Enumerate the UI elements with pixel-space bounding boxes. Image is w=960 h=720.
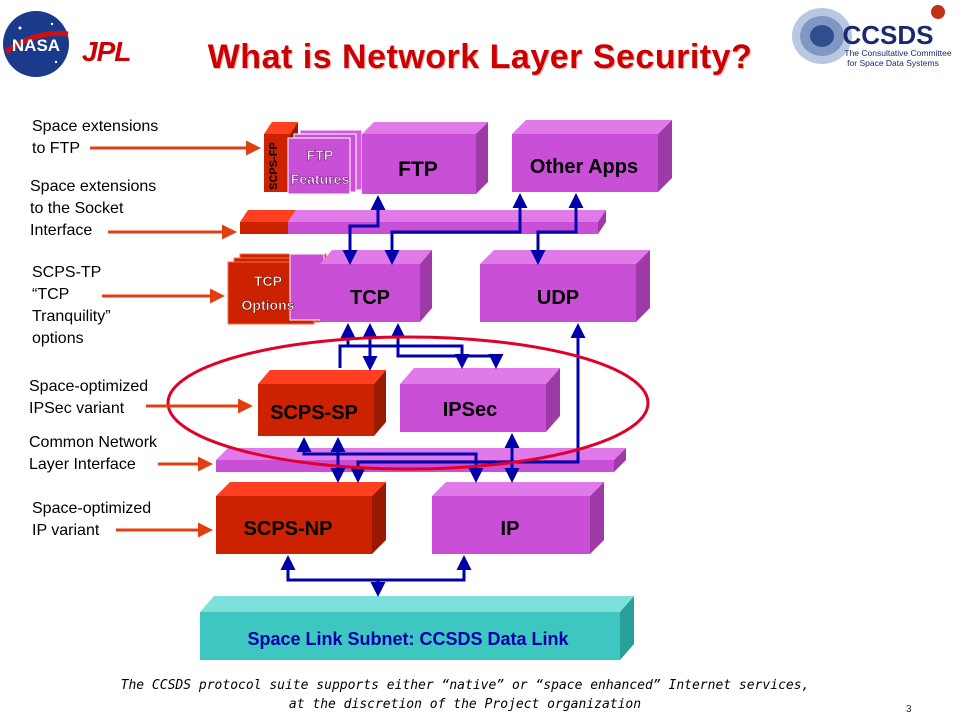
scps-np-label: SCPS-NP	[244, 518, 333, 540]
footer-caption: The CCSDS protocol suite supports either…	[120, 678, 810, 712]
ccsds-subtitle-2: for Space Data Systems	[847, 58, 939, 68]
tcp-options-line1: TCP	[254, 273, 282, 289]
scps-sp-block: SCPS-SP	[258, 370, 386, 436]
nasa-logo-text: NASA	[12, 36, 60, 55]
ftp-label: FTP	[398, 158, 438, 181]
socket-interface-bar	[240, 210, 606, 234]
other-apps-label: Other Apps	[530, 156, 638, 178]
ipsec-block: IPSec	[400, 368, 560, 432]
ccsds-logo: CCSDS The Consultative Committee for Spa…	[792, 5, 952, 68]
ftp-features-line1: FTP	[307, 147, 333, 163]
label-tcp-tranquility: SCPS-TP “TCP Tranquility” options	[32, 264, 111, 347]
ftp-features-block: FTP Features	[287, 129, 363, 195]
tcp-block: TCP	[320, 250, 432, 322]
ip-block: IP	[432, 482, 604, 554]
label-pointer-arrows	[90, 140, 261, 538]
other-apps-block: Other Apps	[512, 120, 672, 192]
ftp-features-line2: Features	[291, 171, 350, 187]
page-title: What is Network Layer Security?	[207, 38, 753, 76]
network-security-highlight-ellipse	[166, 335, 650, 471]
label-ip-variant: Space-optimized IP variant	[32, 500, 152, 539]
label-common-network-interface: Common Network Layer Interface	[29, 434, 158, 473]
tcp-options-block: TCP Options	[227, 253, 327, 325]
ccsds-logo-text: CCSDS	[842, 20, 933, 50]
ftp-block: FTP	[362, 122, 488, 194]
ip-label: IP	[501, 518, 520, 540]
tcp-options-line2: Options	[242, 297, 295, 313]
scps-sp-label: SCPS-SP	[270, 402, 358, 424]
flow-arrows	[280, 193, 586, 597]
label-ftp-extensions: Space extensions to FTP	[32, 118, 159, 157]
nasa-logo: NASA	[3, 11, 69, 77]
page-number: 3	[906, 704, 912, 715]
label-ipsec-variant: Space-optimized IPSec variant	[29, 378, 149, 417]
scps-fp-label: SCPS-FP	[268, 142, 280, 190]
space-link-label: Space Link Subnet: CCSDS Data Link	[247, 629, 569, 649]
tcp-label: TCP	[350, 287, 390, 309]
ccsds-subtitle-1: The Consultative Committee	[844, 48, 952, 58]
label-socket-extensions: Space extensions to the Socket Interface	[30, 178, 157, 239]
jpl-logo: JPL	[82, 36, 131, 67]
scps-np-block: SCPS-NP	[216, 482, 386, 554]
udp-label: UDP	[537, 287, 579, 309]
space-link-block: Space Link Subnet: CCSDS Data Link	[200, 596, 634, 660]
udp-block: UDP	[480, 250, 650, 322]
ipsec-label: IPSec	[443, 399, 497, 421]
